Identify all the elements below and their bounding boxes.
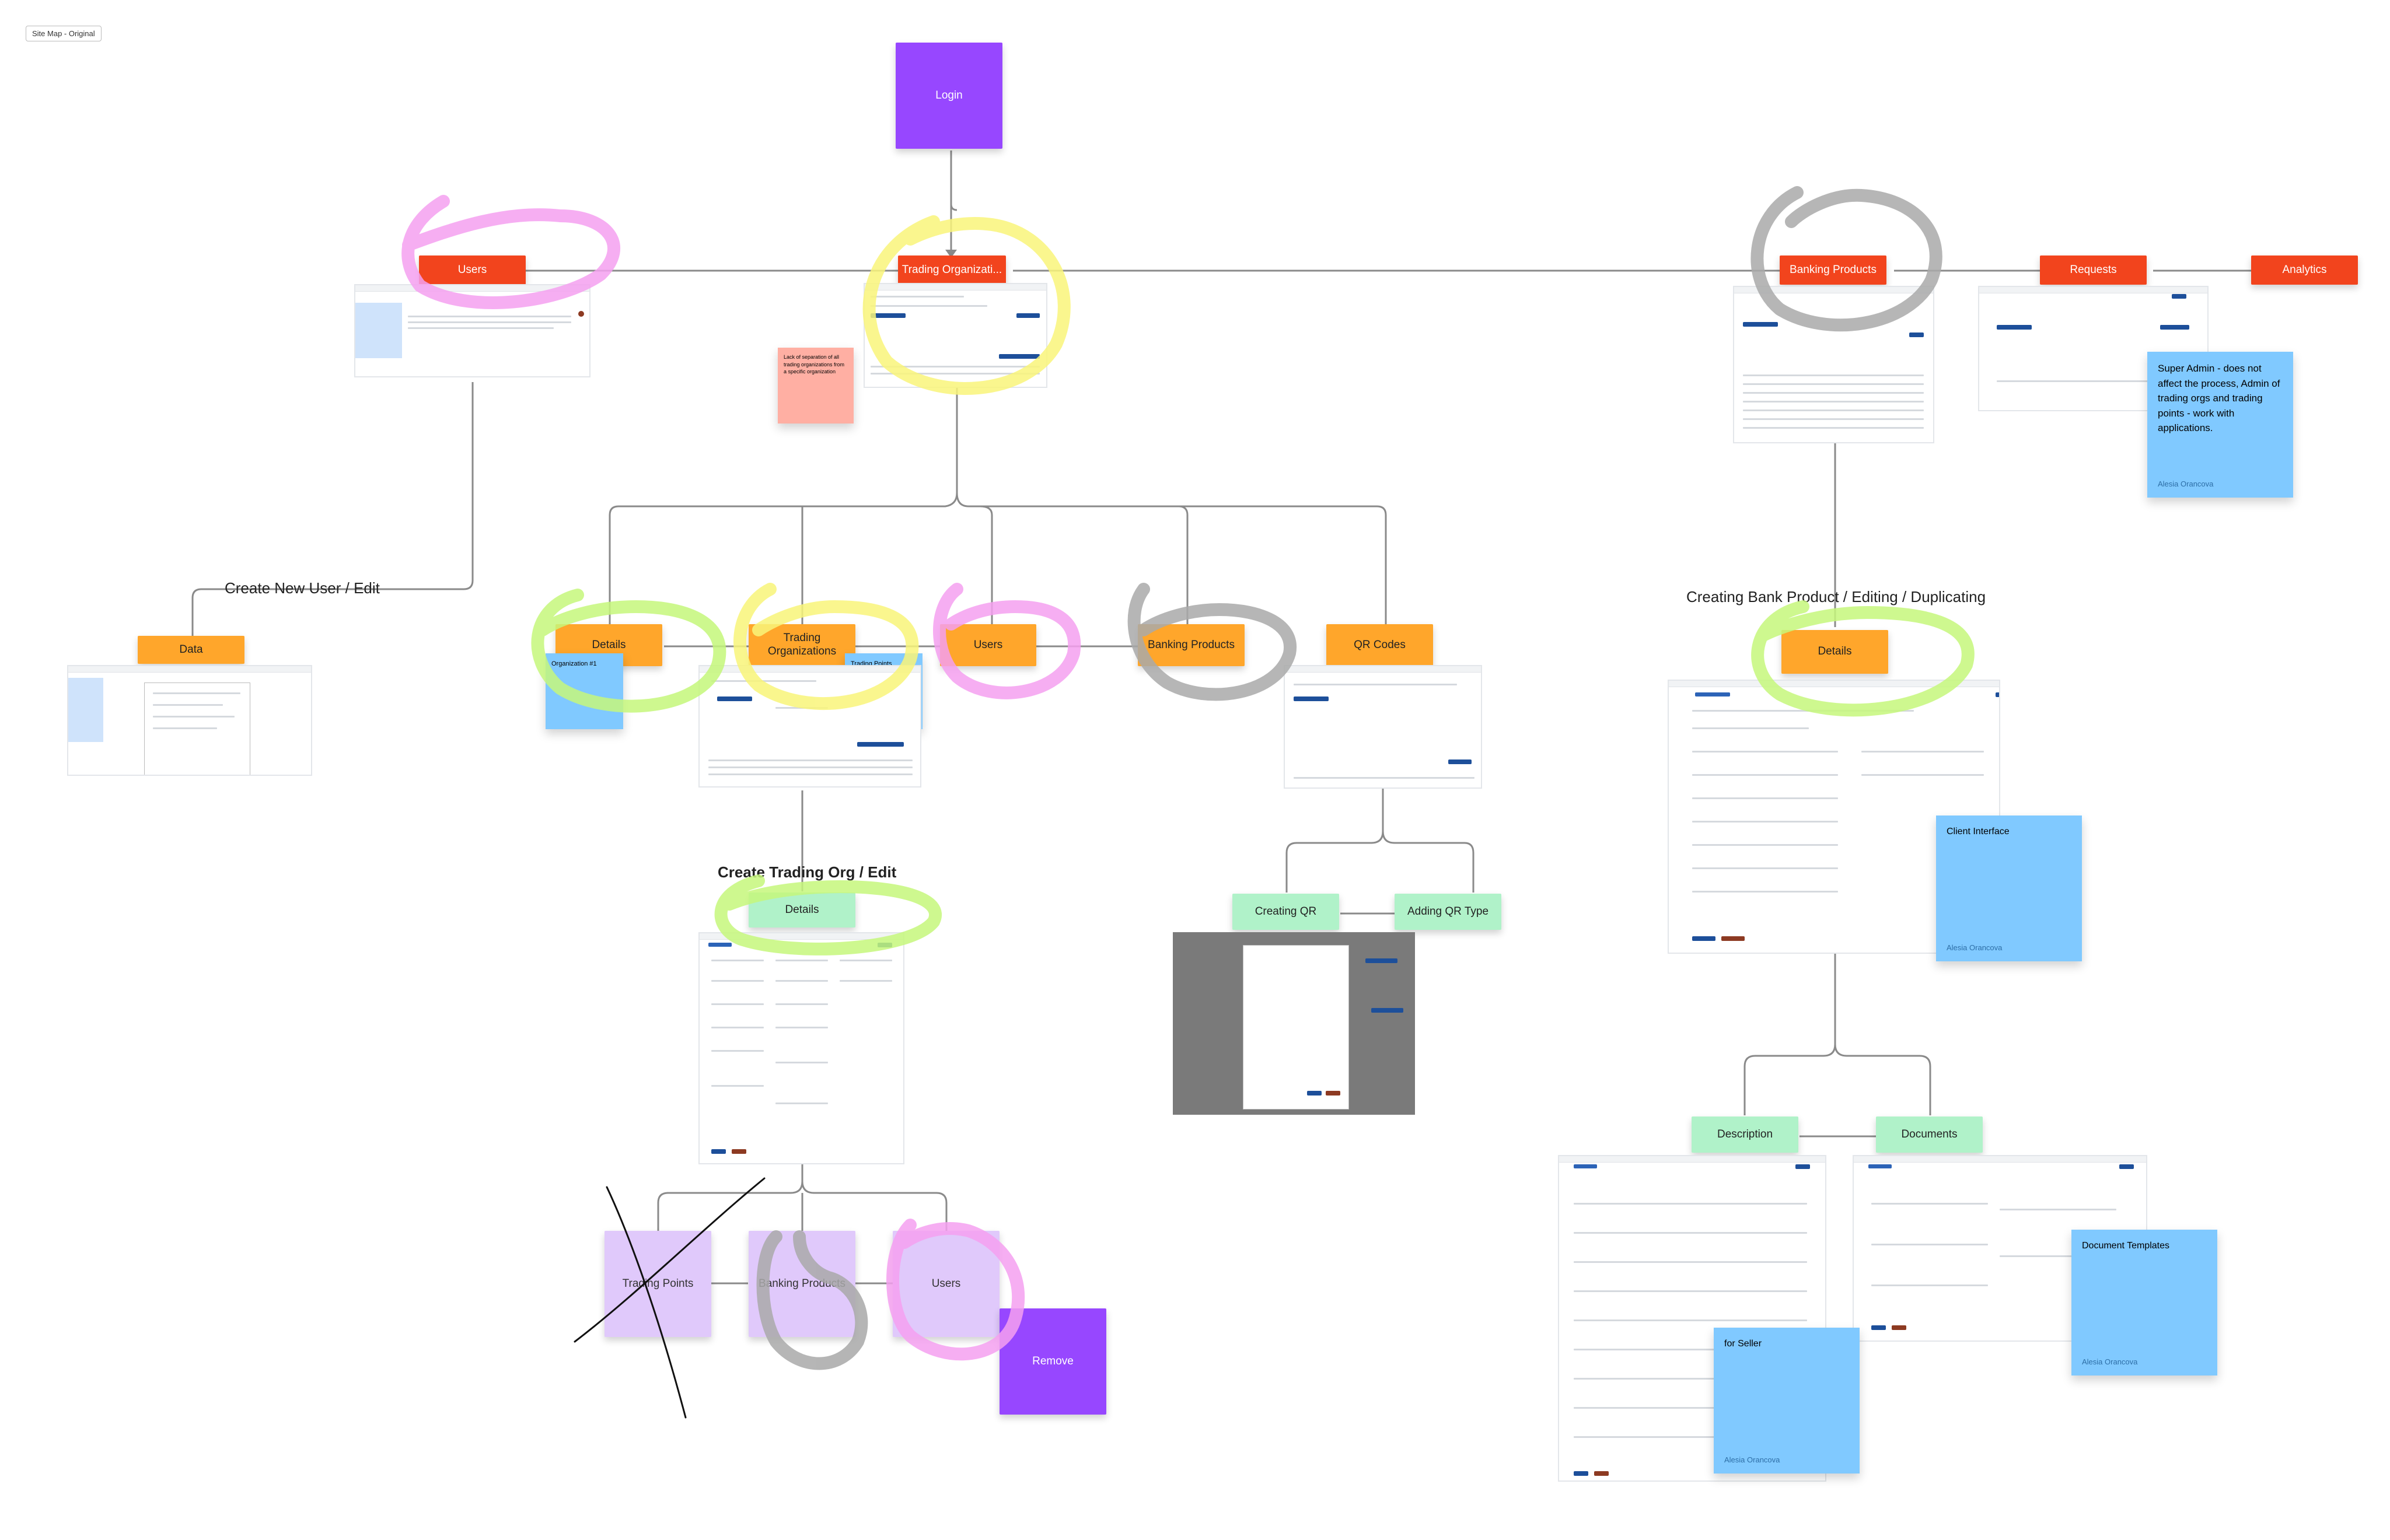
bank-product-details-node[interactable]: Details [1781,630,1888,674]
document-templates-sticky-author: Alesia Orancova [2082,1357,2138,1366]
connector-branch-3 [980,505,993,627]
organization-sticky-text: Organization #1 [551,660,597,667]
trading-organizations-subnode[interactable]: Trading Organizations [749,624,855,666]
banking-products-screen-thumbnail [1733,286,1934,443]
users-subnode[interactable]: Users [940,624,1036,666]
users-screen-thumbnail [354,284,590,377]
requests-screen-thumbnail [1978,286,2209,411]
create-new-user-label: Create New User / Edit [225,579,380,597]
super-admin-sticky[interactable]: Super Admin - does not affect the proces… [2147,352,2293,498]
document-templates-sticky[interactable]: Document Templates Alesia Orancova [2071,1230,2217,1376]
client-interface-sticky[interactable]: Client Interface Alesia Orancova [1936,816,2082,961]
banking-products-node[interactable]: Banking Products [1780,256,1886,285]
data-node[interactable]: Data [138,636,244,664]
connector-branch-1 [956,492,1387,625]
document-templates-sticky-text: Document Templates [2082,1241,2169,1251]
organization-sticky[interactable]: Organization #1 [546,653,623,729]
trading-organizations-screen-thumbnail [864,283,1047,388]
trading-organizations-node[interactable]: Trading Organizati... [898,256,1006,285]
for-seller-sticky-text: for Seller [1724,1339,1762,1349]
banking-products-subnode[interactable]: Banking Products [1138,624,1245,666]
for-seller-sticky-author: Alesia Orancova [1724,1455,1780,1464]
users-bottom-node[interactable]: Users [893,1231,1000,1337]
connector-login [950,150,958,211]
login-node[interactable]: Login [896,43,1002,149]
connector-qr-down [1285,789,1474,892]
qr-codes-node[interactable]: QR Codes [1326,624,1433,666]
trading-org-details-node[interactable]: Details [749,892,855,928]
connector-users-down [191,382,474,636]
creating-qr-modal-thumbnail [1173,932,1415,1115]
connector-tradingorg-children [657,1164,948,1231]
for-seller-sticky[interactable]: for Seller Alesia Orancova [1714,1328,1860,1474]
banking-products-bottom-node[interactable]: Banking Products [749,1231,855,1337]
separation-sticky[interactable]: Lack of separation of all trading organi… [778,348,854,424]
create-user-screen-thumbnail [67,665,312,776]
description-node[interactable]: Description [1692,1116,1798,1153]
creating-qr-node[interactable]: Creating QR [1232,894,1339,930]
super-admin-sticky-author: Alesia Orancova [2158,479,2214,488]
super-admin-sticky-text: Super Admin - does not affect the proces… [2158,363,2280,433]
requests-node[interactable]: Requests [2040,256,2147,285]
organization-details-thumbnail [698,665,921,788]
connector-details-down [1743,951,1931,1115]
users-node[interactable]: Users [419,256,526,285]
client-interface-sticky-text: Client Interface [1947,827,2010,836]
client-interface-sticky-author: Alesia Orancova [1947,943,2003,952]
board-title: Site Map - Original [26,26,102,41]
create-trading-org-label: Create Trading Org / Edit [718,863,897,881]
connector-trading-down [609,388,958,625]
adding-qr-type-node[interactable]: Adding QR Type [1395,894,1501,930]
separation-sticky-text: Lack of separation of all trading organi… [784,354,845,375]
trading-points-node[interactable]: Trading Points [605,1231,711,1337]
qr-codes-screen-thumbnail [1284,665,1482,789]
remove-node[interactable]: Remove [1000,1308,1106,1415]
documents-node[interactable]: Documents [1876,1116,1983,1153]
analytics-node[interactable]: Analytics [2251,256,2358,285]
creating-bank-product-label: Creating Bank Product / Editing / Duplic… [1686,588,1986,606]
connector-branch-4 [1178,505,1189,627]
trading-org-form-thumbnail [698,932,904,1164]
